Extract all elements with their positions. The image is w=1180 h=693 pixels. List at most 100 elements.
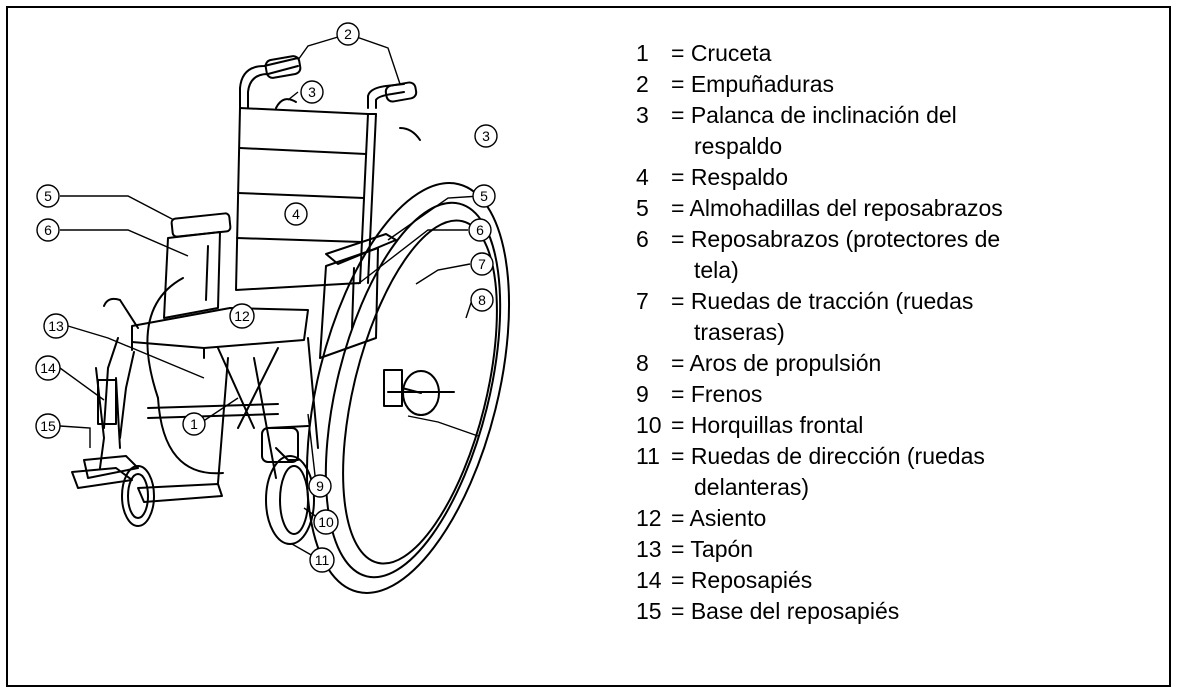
callout-5a xyxy=(36,184,60,208)
legend-number: 6 xyxy=(636,226,649,252)
legend-text-continued: traseras) xyxy=(694,319,785,345)
legend-number: 11 xyxy=(636,443,660,469)
drive-wheel xyxy=(305,182,511,594)
callout-label: 1 xyxy=(190,416,198,432)
legend-text: = Frenos xyxy=(671,381,763,407)
legend-item: 12 = Asiento xyxy=(636,503,1156,534)
legend-text: = Palanca de inclinación del xyxy=(671,102,957,128)
legend-item: 9 = Frenos xyxy=(636,379,1156,410)
callout-label: 2 xyxy=(344,26,352,42)
legend-number: 7 xyxy=(636,288,649,314)
wheelchair-drawing: 2 3 3 4 5 5 6 6 7 8 12 13 14 1 15 9 10 1… xyxy=(35,22,511,594)
legend-text: = Ruedas de tracción (ruedas xyxy=(671,288,974,314)
callout-label: 6 xyxy=(476,222,484,238)
legend-item: 14 = Reposapiés xyxy=(636,565,1156,596)
cap xyxy=(103,297,139,329)
footrest xyxy=(71,367,223,503)
legend-number: 1 xyxy=(636,40,649,66)
callout-label: 10 xyxy=(318,514,334,530)
legend-text: = Aros de propulsión xyxy=(671,350,882,376)
legend-item: 4 = Respaldo xyxy=(636,162,1156,193)
legend-text: = Horquillas frontal xyxy=(671,412,864,438)
callout-label: 15 xyxy=(40,418,56,434)
callout-10 xyxy=(313,509,339,535)
rear-axle xyxy=(383,369,422,407)
legend-item: 1 = Cruceta xyxy=(636,38,1156,69)
callout-2 xyxy=(336,22,360,46)
frame xyxy=(103,337,319,484)
legend-number: 9 xyxy=(636,381,649,407)
callout-14 xyxy=(35,355,61,381)
legend-item: 5 = Almohadillas del reposabrazos xyxy=(636,193,1156,224)
callout-5b xyxy=(472,184,496,208)
armrest-left xyxy=(163,212,232,319)
callout-label: 5 xyxy=(44,188,52,204)
legend-text: = Base del reposapiés xyxy=(671,598,900,624)
legend-item: 13 = Tapón xyxy=(636,534,1156,565)
callout-label: 11 xyxy=(315,552,330,568)
legend-text-continued: delanteras) xyxy=(694,474,810,500)
callout-1 xyxy=(182,412,206,436)
callout-3a xyxy=(300,80,324,104)
legend-item: 10 = Horquillas frontal xyxy=(636,410,1156,441)
legend-item: 7 = Ruedas de tracción (ruedas traseras) xyxy=(636,286,1156,348)
callout-label: 6 xyxy=(44,222,52,238)
legend-text: = Cruceta xyxy=(671,40,772,66)
caster-right xyxy=(265,447,315,545)
legend-number: 5 xyxy=(636,195,649,221)
armrest-right xyxy=(319,233,397,359)
legend-number: 15 xyxy=(636,598,662,624)
callout-15 xyxy=(35,413,61,439)
callout-label: 14 xyxy=(40,360,56,376)
legend-text: = Respaldo xyxy=(671,164,788,190)
backrest xyxy=(235,107,377,291)
legend-number: 12 xyxy=(636,505,662,531)
callout-4 xyxy=(284,202,308,226)
legend-item: 2 = Empuñaduras xyxy=(636,69,1156,100)
callout-label: 3 xyxy=(482,128,490,144)
legend-text-continued: respaldo xyxy=(694,133,783,159)
callouts xyxy=(35,22,498,573)
callout-label: 7 xyxy=(478,256,486,272)
legend-text: = Ruedas de dirección (ruedas xyxy=(671,443,985,469)
legend-number: 13 xyxy=(636,536,662,562)
callout-6b xyxy=(468,218,492,242)
legend-item: 11 = Ruedas de dirección (ruedas delantera… xyxy=(636,441,1156,503)
callout-11 xyxy=(309,547,335,573)
legend-number: 3 xyxy=(636,102,649,128)
callout-7 xyxy=(470,252,494,276)
legend-text-continued: tela) xyxy=(694,257,739,283)
callout-label: 13 xyxy=(48,318,64,334)
legend-item: 8 = Aros de propulsión xyxy=(636,348,1156,379)
legend-text: = Reposabrazos (protectores de xyxy=(671,226,1001,252)
tilt-lever-left xyxy=(275,98,297,109)
legend-number: 14 xyxy=(636,567,662,593)
parts-legend: 1 = Cruceta 2 = Empuñaduras 3 = Palanca de … xyxy=(636,38,1156,627)
legend-text: = Asiento xyxy=(671,505,767,531)
caster-left xyxy=(121,465,155,527)
legend-text: = Empuñaduras xyxy=(671,71,835,97)
legend-text: = Almohadillas del reposabrazos xyxy=(671,195,1003,221)
legend-number: 4 xyxy=(636,164,649,190)
legend-text: = Reposapiés xyxy=(671,567,813,593)
callout-label: 12 xyxy=(234,308,250,324)
legend-number: 8 xyxy=(636,350,649,376)
callout-label: 5 xyxy=(480,188,488,204)
legend-text: = Tapón xyxy=(671,536,754,562)
callout-9 xyxy=(308,474,332,498)
tilt-lever-right xyxy=(399,127,421,141)
callout-label: 4 xyxy=(292,206,300,222)
figure-frame: 2 3 3 4 5 5 6 6 7 8 12 13 14 1 15 9 10 1… xyxy=(6,6,1171,687)
callout-6a xyxy=(36,218,60,242)
callout-12 xyxy=(229,303,255,329)
legend-item: 15 = Base del reposapiés xyxy=(636,596,1156,627)
callout-label: 9 xyxy=(316,478,324,494)
legend-item: 3 = Palanca de inclinación del respaldo xyxy=(636,100,1156,162)
callout-label: 3 xyxy=(308,84,316,100)
legend-number: 10 xyxy=(636,412,662,438)
legend-number: 2 xyxy=(636,71,649,97)
left-drive-wheel xyxy=(146,277,224,475)
callout-label: 8 xyxy=(478,292,486,308)
callout-13 xyxy=(43,313,69,339)
backrest-frame xyxy=(239,55,418,109)
